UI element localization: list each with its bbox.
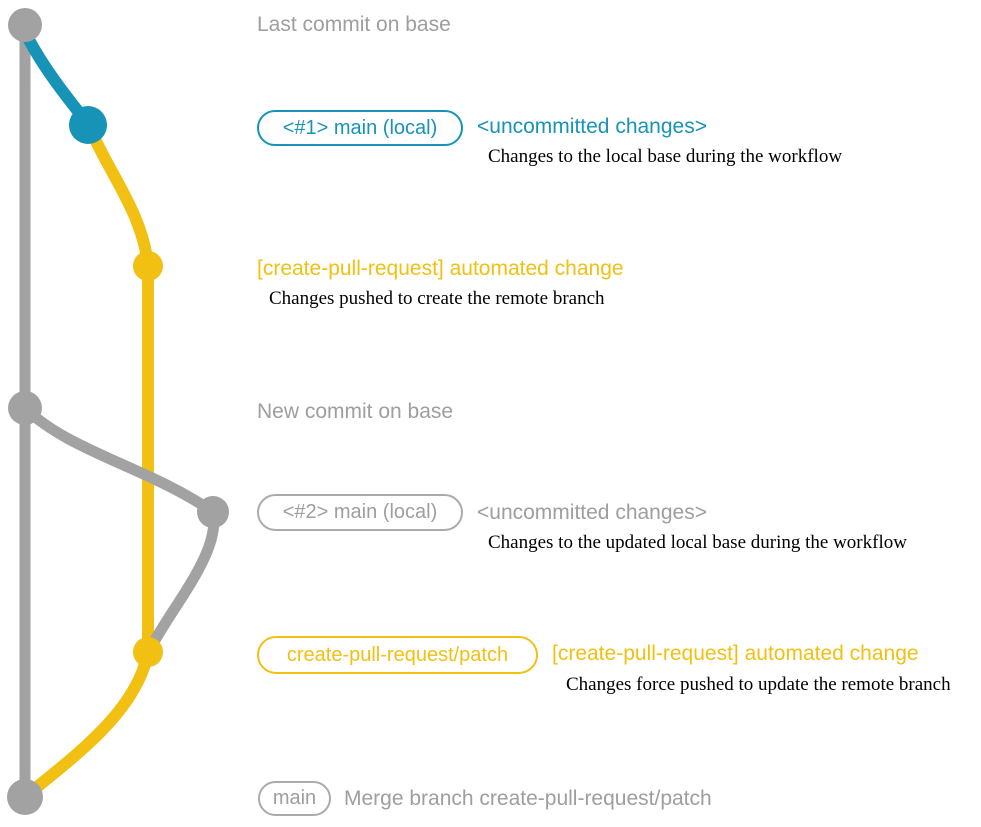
uncommitted-changes-heading-2: <uncommitted changes> (477, 501, 707, 524)
gray-updated-branch-line-lower (143, 506, 220, 657)
uncommitted-changes-description-2: Changes to the updated local base during… (488, 532, 907, 553)
branch-badge-patch-label: create-pull-request/patch (286, 643, 509, 666)
new-commit-label: New commit on base (257, 400, 454, 423)
branch-badge-main-local-1-label: <#1> main (local) (282, 116, 438, 139)
commit-node-remote-1 (133, 251, 163, 281)
branch-badge-main-label: main (272, 787, 317, 809)
yellow-remote-branch-line (82, 118, 154, 659)
last-commit-label: Last commit on base (257, 13, 451, 36)
branch-badge-main: main (258, 781, 331, 816)
branch-badge-main-local-1: <#1> main (local) (257, 110, 463, 146)
branch-badge-main-local-2-label: <#2> main (local) (282, 501, 438, 523)
commit-graph (7, 8, 229, 815)
automated-change-description-2: Changes force pushed to update the remot… (566, 674, 951, 695)
yellow-merge-line (20, 646, 154, 802)
branch-badge-patch: create-pull-request/patch (257, 636, 538, 674)
automated-change-heading-2: [create-pull-request] automated change (552, 642, 919, 665)
commit-node-local-1 (69, 106, 107, 144)
automated-change-description-1: Changes pushed to create the remote bran… (269, 288, 605, 309)
uncommitted-changes-heading-1: <uncommitted changes> (477, 115, 707, 138)
merge-commit-label: Merge branch create-pull-request/patch (344, 787, 712, 810)
automated-change-heading-1: [create-pull-request] automated change (257, 257, 624, 280)
branch-badge-main-local-2: <#2> main (local) (257, 494, 463, 531)
gray-updated-branch-line-upper (19, 402, 219, 518)
commit-node-local-2 (197, 496, 229, 528)
commit-node-merge (7, 779, 43, 815)
commit-node-base-tip (8, 8, 42, 42)
commit-node-remote-2 (133, 637, 163, 667)
commit-node-base-new (8, 391, 42, 425)
uncommitted-changes-description-1: Changes to the local base during the wor… (488, 146, 843, 167)
